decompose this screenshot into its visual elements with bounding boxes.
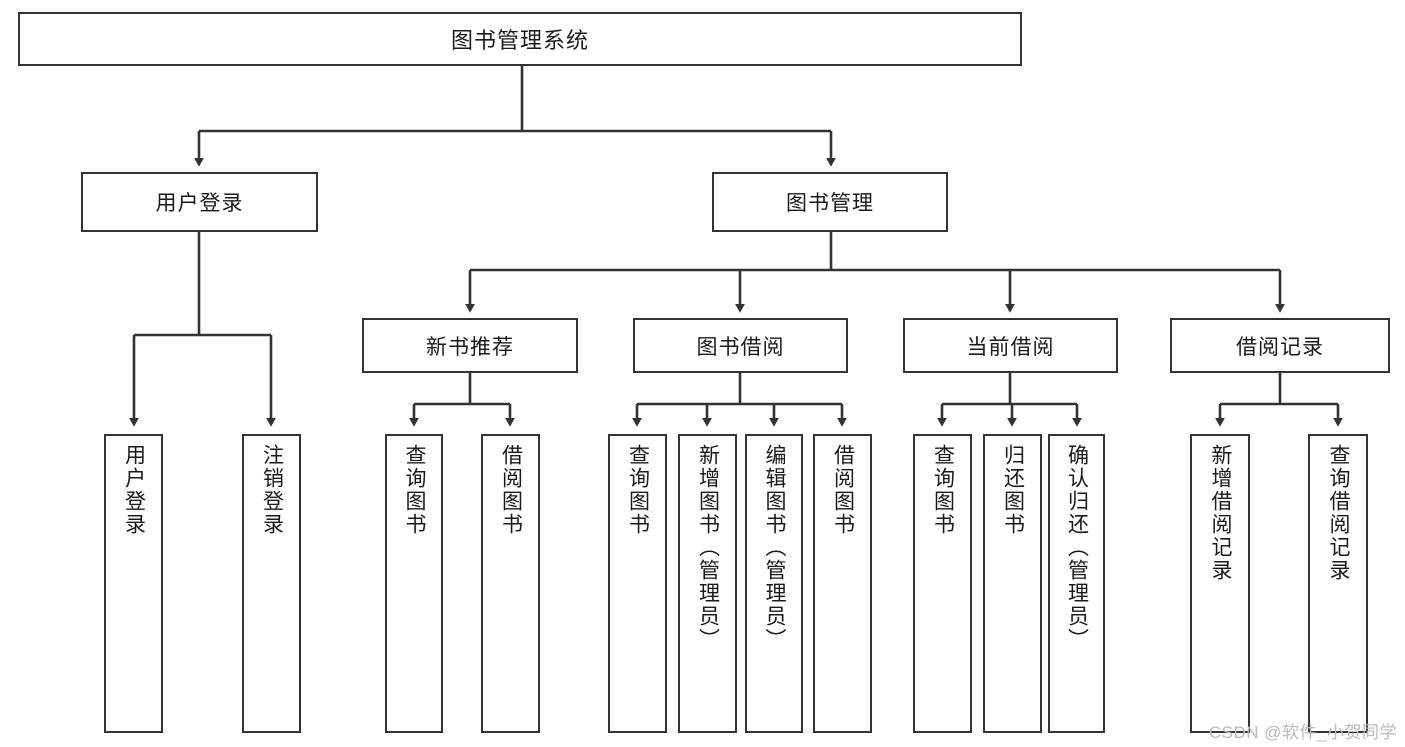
node-label: 借阅记录 [1236,335,1324,359]
leaf-borrow-borrow-book[interactable]: 借阅图书 [813,434,872,733]
node-label: 新增图书（管理员） [696,444,720,651]
leaf-recommend-borrow-book[interactable]: 借阅图书 [481,434,540,733]
node-borrow-record[interactable]: 借阅记录 [1170,318,1390,373]
leaf-record-query-record[interactable]: 查询借阅记录 [1308,434,1368,733]
node-label: 用户登录 [155,192,244,215]
node-label: 新书推荐 [426,335,514,359]
node-label: 用户登录 [122,444,146,536]
node-user-login[interactable]: 用户登录 [81,172,318,232]
leaf-current-query-book[interactable]: 查询图书 [913,434,972,733]
node-label: 当前借阅 [966,335,1055,359]
node-label: 图书借阅 [696,335,785,359]
node-root-system[interactable]: 图书管理系统 [18,12,1022,66]
node-label: 图书管理 [786,192,874,215]
leaf-borrow-query-book[interactable]: 查询图书 [608,434,667,733]
leaf-user-login-login[interactable]: 用户登录 [104,434,163,733]
leaf-current-confirm-return-admin[interactable]: 确认归还（管理员） [1048,434,1105,733]
node-book-management[interactable]: 图书管理 [712,172,948,232]
node-label: 新增借阅记录 [1209,444,1233,582]
node-label: 编辑图书（管理员） [763,444,787,651]
node-new-book-recommend[interactable]: 新书推荐 [362,318,578,373]
node-label: 归还图书 [1001,444,1025,536]
node-label: 注销登录 [260,444,284,536]
node-label: 图书管理系统 [450,28,589,53]
watermark: CSDN @软件_小贺同学 [1208,723,1397,742]
node-label: 查询图书 [931,444,955,536]
leaf-record-add-record[interactable]: 新增借阅记录 [1190,434,1250,733]
leaf-borrow-edit-book-admin[interactable]: 编辑图书（管理员） [745,434,803,733]
leaf-borrow-add-book-admin[interactable]: 新增图书（管理员） [678,434,737,733]
node-label: 查询借阅记录 [1327,444,1351,582]
leaf-user-login-logout[interactable]: 注销登录 [242,434,301,733]
node-book-borrow[interactable]: 图书借阅 [633,318,848,373]
node-label: 借阅图书 [831,444,855,536]
leaf-recommend-query-book[interactable]: 查询图书 [385,434,443,733]
node-label: 查询图书 [626,444,650,536]
node-current-borrow[interactable]: 当前借阅 [903,318,1118,373]
node-label: 查询图书 [403,444,427,536]
leaf-current-return-book[interactable]: 归还图书 [983,434,1042,733]
node-label: 借阅图书 [499,444,523,536]
node-label: 确认归还（管理员） [1065,444,1089,651]
